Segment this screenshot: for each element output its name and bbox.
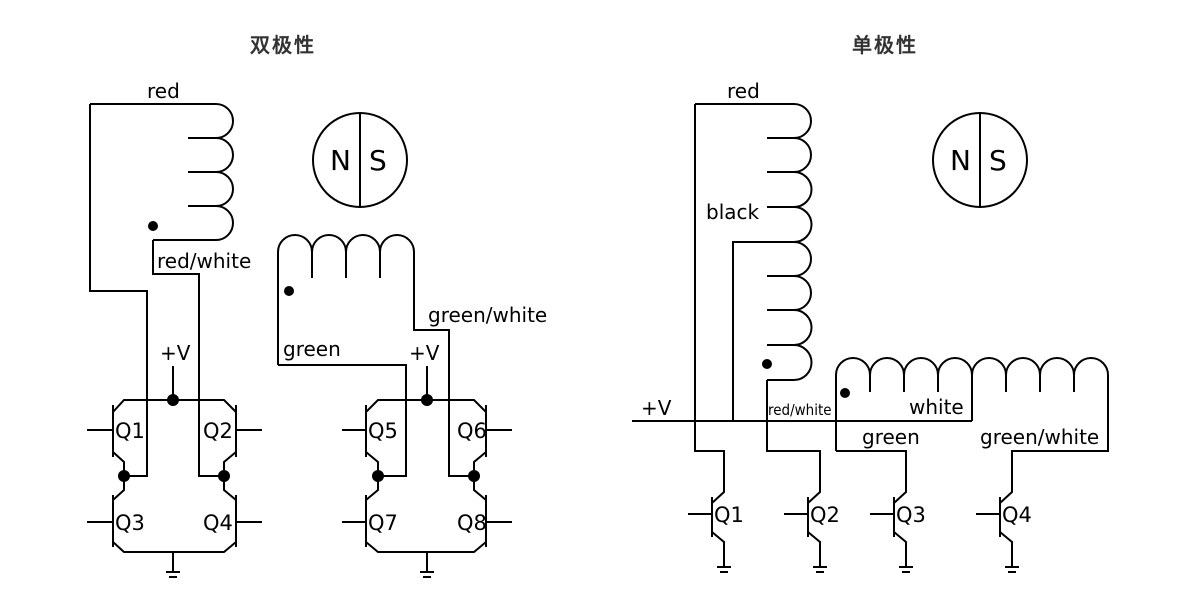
transistor-label-q8: Q8	[457, 511, 487, 535]
wire-red	[89, 104, 148, 477]
transistor-label-q6: Q6	[457, 419, 487, 443]
supply-label: +V	[409, 341, 440, 365]
q3-collector	[112, 476, 125, 501]
coil-b-winding	[835, 357, 1109, 490]
polarity-dot	[148, 221, 158, 231]
wire-label-red-white: red/white	[157, 249, 251, 273]
unipolar-supply-bus: +V	[632, 396, 972, 422]
unipolar-title: 单极性	[852, 33, 918, 57]
rotor-north-label: N	[950, 144, 971, 177]
wire-red	[694, 104, 725, 490]
unipolar-transistor-q1: Q1	[688, 484, 744, 573]
wire-label-white: white	[909, 395, 964, 419]
h-bridge-1: +V Q1 Q2 Q3 Q4	[87, 341, 262, 578]
transistor-label-q2: Q2	[810, 503, 840, 527]
wire-label-red: red	[147, 79, 180, 103]
unipolar-transistor-q2: Q2	[784, 490, 840, 573]
polarity-dot	[840, 388, 850, 398]
bipolar-coil-a: red red/white	[89, 79, 251, 477]
rotor-south-label: S	[989, 144, 1007, 177]
transistor-symbol	[870, 490, 907, 567]
wire-label-red-white: red/white	[768, 401, 832, 419]
bipolar-coil-b: green/white green	[277, 234, 547, 477]
q7-collector	[365, 476, 379, 501]
unipolar-transistor-q3: Q3	[870, 490, 926, 573]
bottom-rail	[112, 541, 237, 553]
transistor-label-q1: Q1	[115, 419, 145, 443]
transistor-symbol	[976, 490, 1013, 567]
bipolar-title: 双极性	[250, 33, 316, 57]
unipolar-rotor: N S	[932, 112, 1028, 208]
unipolar-coil-b: white green green/white	[835, 357, 1109, 490]
wire-label-green: green	[862, 425, 920, 449]
wire-green	[836, 450, 907, 490]
polarity-dot	[762, 359, 772, 369]
transistor-label-q3: Q3	[115, 511, 145, 535]
transistor-symbol	[784, 490, 821, 567]
bipolar-rotor: N S	[312, 112, 408, 208]
q8-collector	[473, 476, 487, 501]
top-rail	[365, 399, 487, 413]
coil-b-winding	[277, 234, 474, 477]
wire-red-white	[152, 240, 224, 477]
q4-collector	[223, 476, 237, 501]
transistor-label-q3: Q3	[896, 503, 926, 527]
transistor-label-q7: Q7	[368, 511, 398, 535]
bottom-rail	[365, 541, 487, 553]
wire-green	[278, 364, 407, 477]
unipolar-transistor-q4: Q4	[976, 490, 1032, 573]
wire-label-black: black	[706, 200, 760, 224]
wire-label-red: red	[727, 79, 760, 103]
coil-a-winding	[695, 103, 813, 421]
wire-label-green: green	[283, 337, 341, 361]
h-bridge-2: +V Q5 Q6 Q7 Q8	[342, 341, 512, 578]
transistor-label-q4: Q4	[1002, 503, 1032, 527]
coil-a-winding	[90, 103, 234, 241]
supply-label: +V	[641, 396, 672, 420]
transistor-label-q2: Q2	[203, 419, 233, 443]
supply-label: +V	[160, 341, 191, 365]
wire-label-green-white: green/white	[980, 425, 1099, 449]
polarity-dot	[284, 286, 294, 296]
top-rail	[112, 399, 237, 413]
rotor-south-label: S	[369, 144, 387, 177]
transistor-symbol	[688, 484, 725, 567]
transistor-label-q4: Q4	[203, 511, 233, 535]
wire-red-white	[766, 380, 821, 490]
transistor-label-q5: Q5	[368, 419, 398, 443]
unipolar-coil-a: red black red/white	[694, 79, 832, 490]
transistor-label-q1: Q1	[714, 503, 744, 527]
rotor-north-label: N	[330, 144, 351, 177]
wire-label-green-white: green/white	[428, 303, 547, 327]
